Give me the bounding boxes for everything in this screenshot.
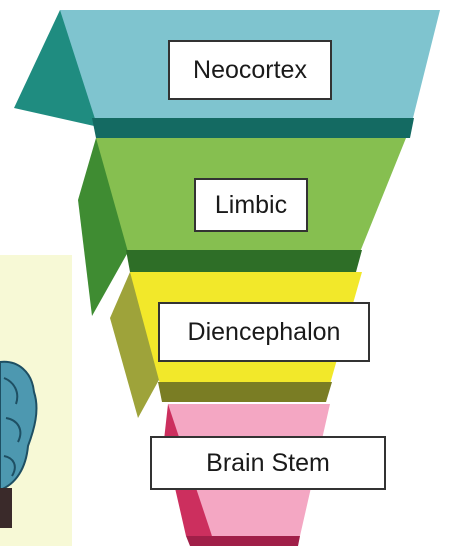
limbic-band — [126, 250, 362, 272]
diencephalon-label: Diencephalon — [158, 302, 370, 362]
limbic-label: Limbic — [194, 178, 308, 232]
neocortex-label: Neocortex — [168, 40, 332, 100]
brain-stem-bottom — [186, 536, 300, 546]
brain-stem-fragment — [0, 488, 12, 528]
neocortex-band — [92, 118, 414, 138]
brain-stem-label: Brain Stem — [150, 436, 386, 490]
diencephalon-band — [158, 382, 332, 402]
